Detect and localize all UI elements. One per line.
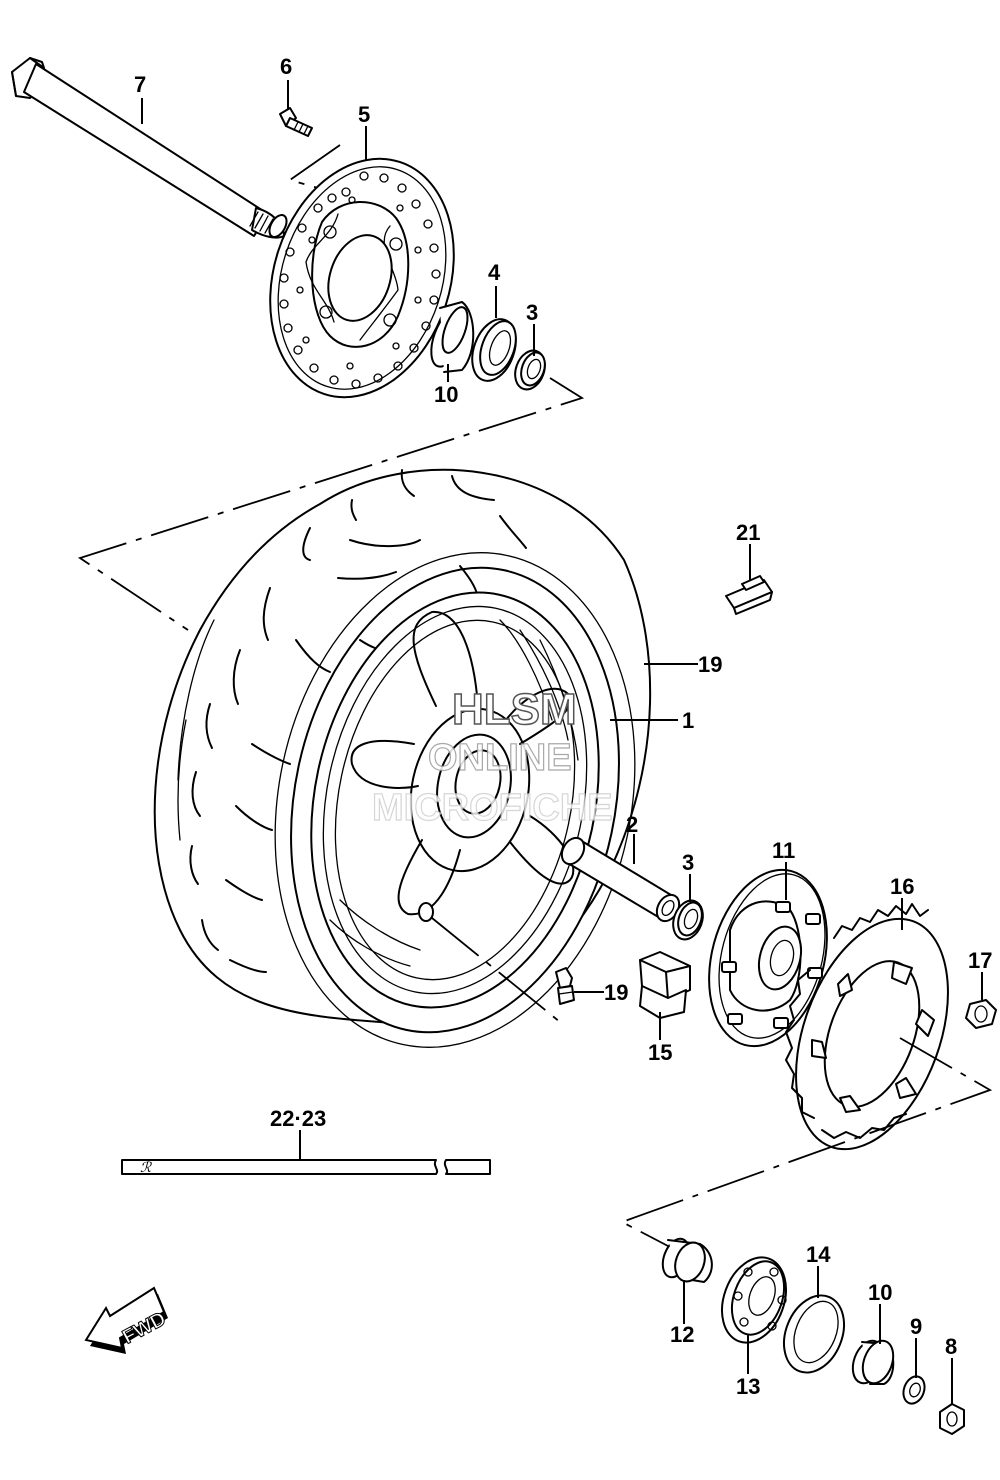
washer[interactable]: [900, 1373, 928, 1406]
callout-22-23: 22·23: [270, 1106, 326, 1131]
callout-3-upper: 3: [526, 300, 538, 325]
svg-text:ONLINE: ONLINE: [428, 737, 572, 779]
callout-5: 5: [358, 102, 370, 127]
callout-18: 17: [968, 948, 992, 973]
rim-stripe-decal[interactable]: ℛ: [121, 1159, 491, 1176]
callout-7: 7: [134, 72, 146, 97]
rear-wheel-rim[interactable]: [274, 565, 635, 1034]
callout-11: 10: [868, 1280, 892, 1305]
balance-weight[interactable]: [725, 575, 773, 615]
callout-14: 13: [736, 1374, 760, 1399]
watermark: HLSM ONLINE MICROFICHE: [371, 684, 613, 829]
decal-logo: ℛ: [140, 1161, 152, 1176]
callout-2: 2: [626, 812, 638, 837]
sprocket-nut[interactable]: [965, 999, 997, 1029]
leader-lines: [141, 80, 983, 1404]
svg-text:HLSM: HLSM: [452, 685, 577, 734]
oil-seal[interactable]: [464, 313, 523, 387]
callout-6: 6: [280, 54, 292, 79]
svg-text:MICROFICHE: MICROFICHE: [372, 787, 613, 829]
callout-12: 11: [772, 838, 795, 863]
disc-spacer[interactable]: [425, 301, 475, 373]
callout-20: 19: [604, 980, 628, 1005]
callout-10: 10: [434, 382, 458, 407]
forward-direction-arrow: FWD: [84, 1286, 170, 1354]
drum-collar[interactable]: [658, 1235, 713, 1285]
callout-15: 14: [806, 1242, 831, 1267]
drum-spacer[interactable]: [847, 1337, 898, 1388]
tire-valve[interactable]: [555, 967, 575, 1005]
callout-19: 19: [698, 652, 722, 677]
brake-disc[interactable]: [241, 135, 484, 421]
callout-21: 21: [736, 520, 760, 545]
callout-1: 1: [682, 708, 694, 733]
drum-nut[interactable]: [939, 1403, 965, 1435]
disc-bolt[interactable]: [279, 107, 313, 137]
callout-numbers: 7 6 5 4 3 10 21 19 1 2 3 11 16 17 19 15 …: [134, 54, 992, 1399]
axle-spacer-tube[interactable]: [557, 834, 683, 925]
callout-13: 12: [670, 1322, 694, 1347]
drum-bearing[interactable]: [711, 1248, 797, 1351]
callout-3-lower: 3: [682, 850, 694, 875]
wheel-bearing-lower[interactable]: [668, 896, 708, 943]
drum-oil-seal[interactable]: [773, 1286, 855, 1381]
callout-8: 8: [945, 1334, 957, 1359]
wheel-bearing-upper[interactable]: [510, 346, 550, 393]
cush-drive-damper[interactable]: [639, 951, 691, 1019]
callout-17: 16: [890, 874, 914, 899]
sprocket-mounting-drum[interactable]: [691, 857, 846, 1060]
callout-16: 15: [648, 1040, 672, 1065]
callout-4: 4: [488, 260, 501, 285]
rear-axle[interactable]: [11, 57, 290, 240]
callout-9: 9: [910, 1314, 922, 1339]
